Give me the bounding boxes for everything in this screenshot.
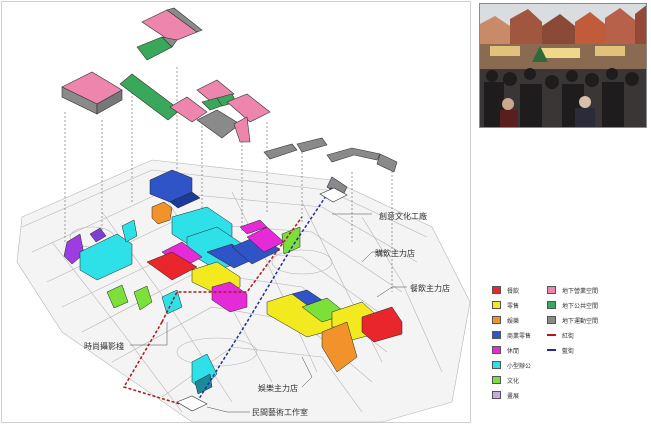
legend-item-entertainment: 娛樂 [492, 315, 519, 325]
callout-dining-anchor-2: 餐飲主力店 [410, 284, 450, 293]
building-blocks [63, 169, 403, 395]
callout-creative-workshop: 創意文化工廠 [379, 212, 427, 221]
legend-swatch [547, 316, 556, 324]
legend-swatch [492, 331, 501, 339]
legend-swatch [492, 316, 501, 324]
legend-item-exhibition: 畫展 [492, 390, 519, 400]
leader-lines [130, 213, 407, 413]
legend-item-underground-public: 地下公共空間 [547, 300, 598, 310]
legend-swatch [492, 376, 501, 384]
legend-swatch [492, 286, 501, 294]
axonometric-diagram: 創意文化工廠 購飲主力店 餐飲主力店 時尚攝影棧 娛樂主力店 民間藝術工作室 [1, 1, 471, 423]
landmark-boxes [176, 187, 348, 412]
legend-swatch [492, 346, 501, 354]
legend-item-leisure: 休閒 [492, 345, 519, 355]
legend-swatch [547, 301, 556, 309]
underground-levels [61, 7, 271, 143]
market-photo [479, 3, 647, 128]
legend-item-blue-street: 藍街 [547, 345, 574, 355]
legend-item-underground-sports: 地下運動空間 [547, 315, 598, 325]
legend-item-red-street: 紅街 [547, 330, 574, 340]
callout-fashion-photo-studio: 時尚攝影棧 [84, 342, 124, 351]
street-map-base [16, 159, 471, 423]
callout-entertainment-anchor: 娛樂主力店 [258, 384, 298, 393]
legend-swatch [492, 301, 501, 309]
legend-item-retail: 零售 [492, 300, 519, 310]
legend-item-underground-commercial: 地下營業空間 [547, 285, 598, 295]
legend-item-commercial-retail: 商業零售 [492, 330, 531, 340]
legend-swatch [492, 361, 501, 369]
legend-swatch [547, 286, 556, 294]
legend-item-culture: 文化 [492, 375, 519, 385]
legend: 餐飲 零售 娛樂 商業零售 休閒 小型辦公 文化 畫展 地下營業空間 地下公共空… [492, 285, 642, 410]
callout-dining-anchor-1: 購飲主力店 [375, 249, 415, 258]
legend-item-dining: 餐飲 [492, 285, 519, 295]
legend-swatch [492, 391, 501, 399]
callout-folk-art-studio: 民間藝術工作室 [252, 408, 308, 417]
projection-lines [64, 67, 393, 292]
axonometric-diagram-svg [16, 7, 471, 423]
legend-red-line [547, 332, 556, 338]
market-photo-svg [480, 4, 646, 127]
routes [122, 186, 333, 405]
legend-item-small-office: 小型辦公 [492, 360, 531, 370]
legend-blue-line [547, 347, 556, 353]
